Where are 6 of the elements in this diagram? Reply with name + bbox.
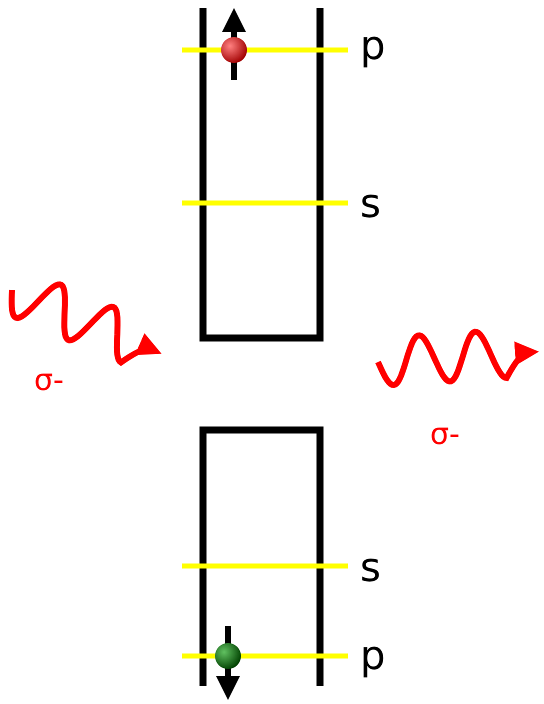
level-label: p [360, 636, 386, 676]
level-label: p [360, 26, 386, 66]
polarization-label: σ- [430, 420, 460, 450]
level-label: s [360, 548, 381, 588]
polarization-label: σ- [34, 366, 64, 396]
level-label: s [360, 184, 381, 224]
